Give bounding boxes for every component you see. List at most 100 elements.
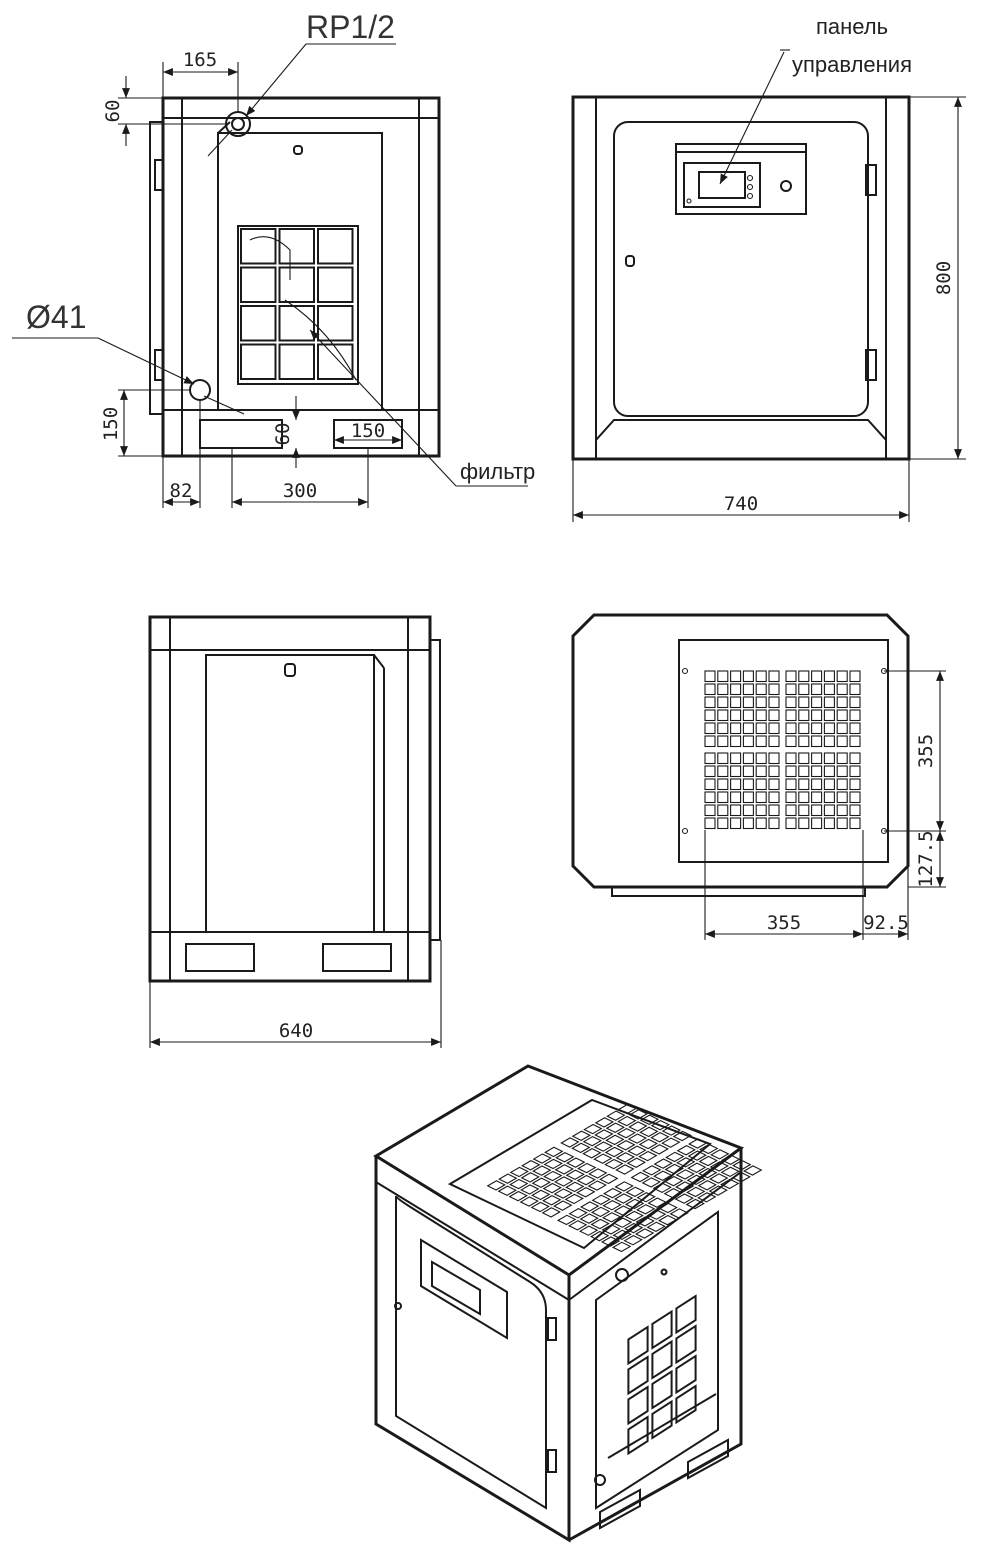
grille-cell [627,1415,649,1456]
grille-cell [836,778,848,791]
grille-cell [717,683,729,696]
grille-cell [785,696,797,709]
grille-cell [520,1172,540,1183]
grille-cell [798,683,810,696]
grille-cell [651,1309,673,1350]
grille-cell [560,1137,580,1148]
grille-cell [717,722,729,735]
emergency-stop-icon [780,180,792,192]
dim-front-width: 740 [724,493,758,515]
grille-cell [704,804,716,817]
grille-cell [755,722,767,735]
grille-cell [588,1168,608,1179]
grille-cell [590,1206,611,1218]
top-ventilation-grille [704,670,861,830]
side-filter-grille [237,225,359,385]
grille-cell [823,670,835,683]
grille-cell [639,1114,660,1125]
grille-cell [742,765,754,778]
grille-cell [543,1170,563,1182]
grille-cell [755,752,767,765]
grille-cell [704,752,716,765]
grille-cell [519,1196,539,1207]
grille-cell [278,305,315,342]
grille-cell [565,1169,585,1180]
grille-cell [600,1236,621,1247]
front-view: панель управления 740 800 [571,14,966,522]
grille-cell [697,1180,717,1191]
grille-cell [590,1218,610,1230]
grille-cell [768,735,780,748]
grille-cell [849,670,861,683]
dim-slot-pitch: 300 [283,480,317,502]
grille-cell [710,1149,730,1160]
grille-cell [798,804,810,817]
grille-cell [717,765,729,778]
grille-cell [532,1153,552,1164]
callout-filter: фильтр [460,459,535,484]
grille-cell [646,1221,666,1233]
grille-cell [755,670,767,683]
grille-cell [508,1190,528,1202]
grille-cell [798,696,810,709]
grille-cell [675,1354,697,1395]
rear-view: 640 [148,615,442,1048]
grille-cell [849,804,861,817]
grille-cell [278,266,315,303]
grille-cell [509,1166,529,1178]
grille-cell [742,696,754,709]
grille-cell [664,1175,684,1187]
grille-cell [652,1182,672,1194]
grille-cell [785,778,797,791]
grille-cell [730,817,742,830]
grille-cell [278,228,315,265]
grille-cell [849,683,861,696]
grille-cell [704,696,716,709]
iso-side-grille [627,1294,697,1456]
grille-cell [785,804,797,817]
grille-cell [553,1200,573,1211]
grille-cell [578,1225,599,1236]
grille-cell [785,765,797,778]
grille-cell [604,1158,624,1170]
grille-cell [614,1181,634,1192]
grille-cell [755,791,767,804]
dim-slot-height: 60 [272,423,294,446]
grille-cell [626,1157,647,1168]
dim-inlet-height: 60 [102,100,124,123]
grille-cell [768,765,780,778]
grille-cell [742,804,754,817]
grille-cell [651,1369,673,1410]
grille-cell [704,778,716,791]
grille-cell [653,1158,673,1169]
grille-cell [717,696,729,709]
grille-cell [601,1224,621,1235]
grille-cell [798,735,810,748]
grille-cell [836,670,848,683]
dim-front-height: 800 [933,261,955,295]
grille-cell [698,1155,718,1167]
grille-cell [849,791,861,804]
grille-cell [798,791,810,804]
grille-cell [566,1157,586,1168]
grille-cell [688,1138,708,1149]
grille-cell [798,670,810,683]
grille-cell [798,752,810,765]
grille-cell [651,1339,673,1380]
grille-cell [755,696,767,709]
grille-cell [823,696,835,709]
grille-cell [627,1145,647,1156]
grille-cell [617,1115,637,1127]
grille-cell [717,709,729,722]
grille-cell [604,1146,625,1158]
grille-cell [755,735,767,748]
grille-cell [530,1201,550,1213]
grille-cell [611,1241,632,1253]
iso-display-screen-icon [431,1260,481,1316]
grille-cell [675,1324,697,1365]
grille-cell [755,765,767,778]
grille-cell [278,343,315,380]
grille-cell [755,683,767,696]
grille-cell [564,1193,584,1205]
grille-cell [811,709,823,722]
